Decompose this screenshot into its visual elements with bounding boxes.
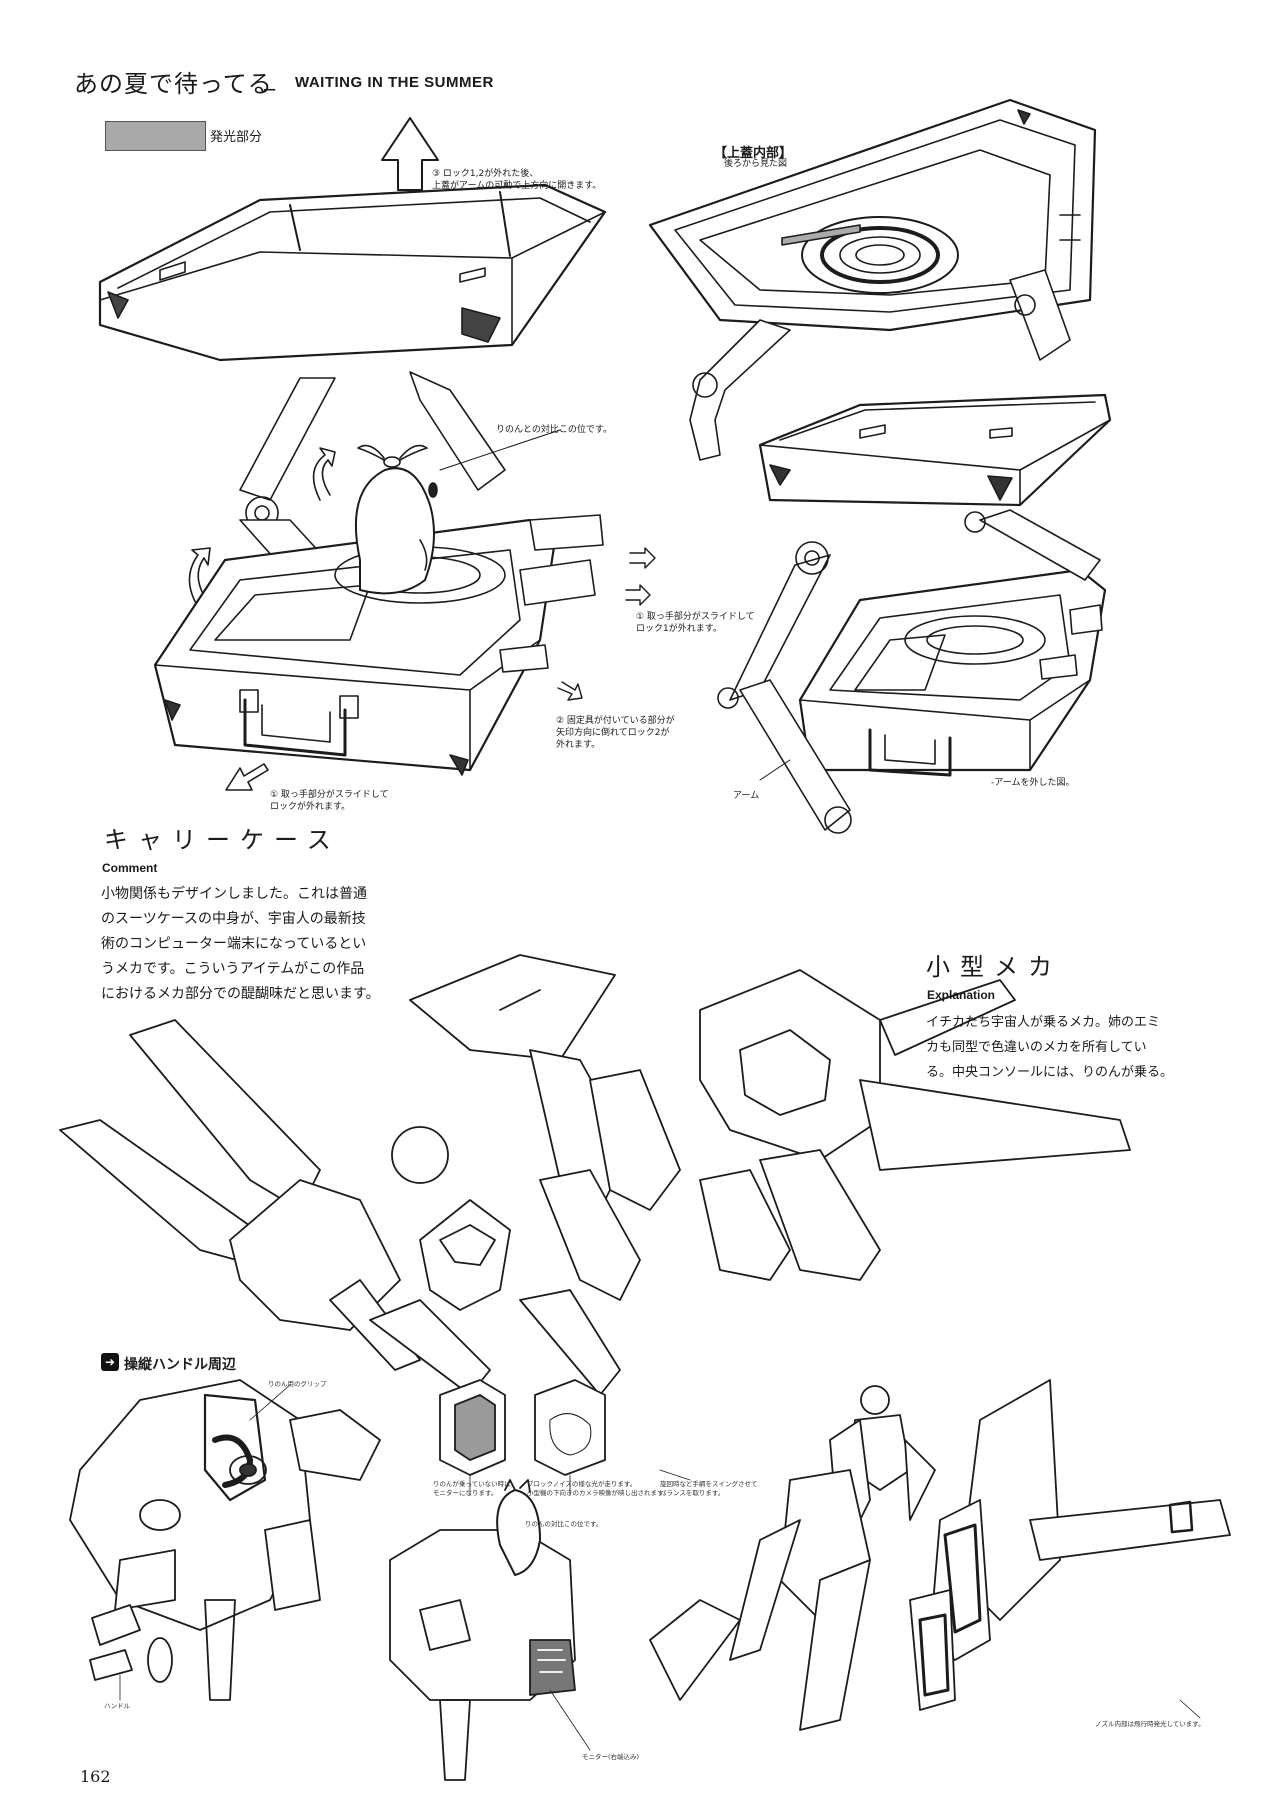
note-step1-left: ① 取っ手部分がスライドして ロックが外れます。 bbox=[270, 790, 389, 812]
book-title-en: WAITING IN THE SUMMER bbox=[295, 74, 494, 91]
note-nozzle: ノズル内部は飛行時発光しています。 bbox=[1095, 1720, 1205, 1728]
carry-case-heading: キャリーケース bbox=[104, 826, 341, 854]
note-monitor: りのんが乗っていない時は モニターになります。 bbox=[433, 1480, 511, 1497]
case-without-arm-drawing bbox=[718, 510, 1105, 833]
lid-closed-drawing bbox=[760, 395, 1110, 505]
glow-legend-label: 発光部分 bbox=[210, 130, 263, 145]
note-monitor-right: モニター(右端込み) bbox=[582, 1753, 640, 1761]
handle-section-title: 操縦ハンドル周辺 bbox=[124, 1357, 236, 1373]
handle-area-drawing bbox=[70, 1380, 605, 1780]
small-mecha-drawing bbox=[60, 955, 1130, 1395]
note-balance: 旋回時など手綱をスイングさせて バランスを取ります。 bbox=[660, 1480, 758, 1497]
note-arm: アーム bbox=[733, 791, 760, 801]
carry-case-open-drawing bbox=[100, 118, 655, 790]
explanation-label: Explanation bbox=[927, 988, 996, 1002]
note-step3: ③ ロック1,2が外れた後、 上蓋がアームの可動で上方向に開きます。 bbox=[432, 169, 602, 191]
note-rinon-grip: りのん用のグリップ bbox=[268, 1380, 327, 1388]
page-number: 162 bbox=[80, 1767, 111, 1786]
arrow-right-icon: ➜ bbox=[101, 1353, 119, 1371]
note-step1-right: ① 取っ手部分がスライドして ロック1が外れます。 bbox=[636, 612, 755, 634]
comment-label: Comment bbox=[102, 861, 158, 875]
lid-interior-title: 【上蓋内部】 bbox=[714, 146, 793, 161]
explanation-text: イチカたち宇宙人が乗るメカ。姉のエミ カも同型で色違いのメカを所有してい る。中… bbox=[926, 1015, 1174, 1080]
comment-text: 小物関係もデザインしました。これは普通 のスーツケースの中身が、宇宙人の最新技 … bbox=[101, 886, 380, 1002]
book-title-jp: あの夏で待ってる bbox=[74, 70, 273, 98]
note-arm-removed: -アームを外した図。 bbox=[991, 778, 1075, 788]
title-separator: _ bbox=[264, 66, 275, 91]
glow-legend-swatch bbox=[105, 121, 206, 151]
small-mecha-heading: 小型メカ bbox=[926, 953, 1062, 981]
note-block-noise: ブロックノイズの様な光が走ります。 小型機の下向きのカメラ映像が映し出されます。 bbox=[527, 1480, 670, 1497]
lid-interior-subtitle: 後ろから見た図 bbox=[724, 159, 788, 169]
note-step2: ② 固定具が付いている部分が 矢印方向に倒れてロック2が 外れます。 bbox=[556, 716, 675, 750]
note-rinon-scale: りのんとの対比この位です。 bbox=[496, 425, 613, 435]
note-handle: ハンドル bbox=[104, 1702, 130, 1710]
rider-mecha-drawing bbox=[650, 1380, 1230, 1730]
lid-interior-drawing bbox=[650, 100, 1095, 460]
note-rinon-scale-small: りのんの対比この位です。 bbox=[525, 1520, 603, 1528]
annotation-leaders bbox=[120, 1385, 1200, 1750]
